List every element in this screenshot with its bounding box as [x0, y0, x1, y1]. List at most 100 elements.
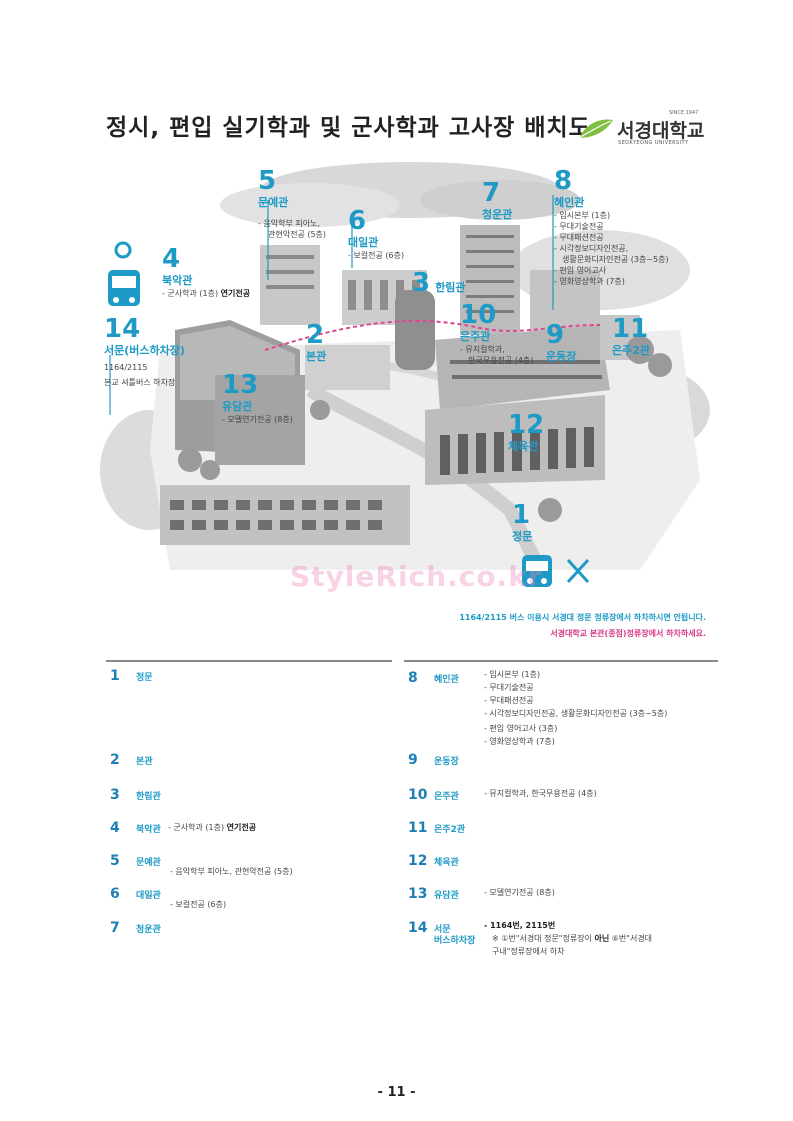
entry-line: - 시각정보디자인전공, 생활문화디자인전공 (3층~5층) [484, 709, 668, 718]
entry-name: 정문 [136, 673, 153, 683]
bus-notice-line1: 1164/2115 버스 이용시 서경대 정문 정류장에서 하차하시면 안됩니다… [459, 613, 706, 622]
watermark: StyleRich.co.kr [290, 560, 543, 593]
entry-line: - 뮤지컬학과, 한국무용전공 (4층) [484, 789, 597, 798]
entry-name: 문예관 [136, 858, 161, 868]
leaf-logo-icon [578, 119, 613, 139]
marker-6[interactable]: 6 대일관 - 보컬전공 (6층) [348, 208, 404, 261]
marker-dept: - 음악학부 피아노, [258, 219, 321, 228]
entry-name: 운동장 [434, 757, 459, 767]
entry-line: - 보컬전공 (6층) [170, 900, 227, 909]
marker-name: 운동장 [546, 350, 577, 363]
marker-name: 북악관 [162, 274, 193, 287]
entry-number: 7 [110, 920, 120, 936]
entry-line-bold: 연기전공 [226, 823, 257, 832]
marker-dept: 본교 셔틀버스 하차장 [104, 378, 176, 387]
marker-dept: - 무대패션전공 [554, 233, 604, 242]
marker-number: 1 [512, 500, 531, 530]
entry-line: - 음악학부 피아노, 관현악전공 (5층) [170, 867, 293, 876]
marker-dept: - 뮤지컬학과, [460, 345, 505, 354]
marker-number: 11 [612, 314, 649, 344]
entry-name-sub: 버스하차장 [434, 936, 476, 946]
marker-9[interactable]: 9 운동장 [546, 322, 576, 364]
left-column-divider [106, 660, 392, 662]
entry-line: - 편입 영어고사 (3층) [484, 724, 558, 733]
page-number: - 11 - [377, 1085, 416, 1100]
marker-7[interactable]: 7 청운관 [482, 180, 512, 222]
entry-name: 대일관 [136, 891, 161, 901]
entry-line: - 무대기술전공 [484, 683, 534, 692]
marker-number: 2 [306, 320, 325, 350]
entry-name: 북악관 [136, 825, 161, 835]
entry-line: - 입시본부 (1층) [484, 670, 541, 679]
marker-dept: 생활문화디자인전공 (3층~5층) [562, 255, 669, 264]
marker-number: 3 [412, 268, 431, 298]
entry-bus-numbers: - 1164번, 2115번 [484, 921, 556, 930]
marker-10[interactable]: 10 은주관 - 뮤지컬학과, 한국무용전공 (4층) [460, 302, 533, 366]
entry-name: 은주2관 [434, 825, 466, 835]
campus-illustration [100, 162, 710, 587]
entry-number: 14 [408, 920, 428, 936]
marker-number: 13 [222, 370, 259, 400]
marker-13[interactable]: 13 유담관 - 모델연기전공 (8층) [222, 372, 293, 425]
marker-dept: - 영화영상학과 (7층) [554, 277, 625, 286]
marker-2[interactable]: 2 본관 [306, 322, 326, 364]
entry-number: 8 [408, 670, 418, 686]
entry-name: 혜인관 [434, 675, 459, 685]
marker-name: 은주관 [460, 330, 491, 343]
marker-name: 혜인관 [554, 196, 585, 209]
campus-map: StyleRich.co.kr 5 문예관 - 음악학부 피아노, 관현악전공 … [80, 150, 720, 638]
marker-dept: 한국무용전공 (4층) [468, 356, 534, 365]
marker-name: 정문 [512, 530, 533, 543]
entry-number: 13 [408, 886, 428, 902]
entry-number: 5 [110, 853, 120, 869]
entry-number: 4 [110, 820, 120, 836]
entry-name: 은주관 [434, 792, 459, 802]
entry-name: 청운관 [136, 925, 161, 935]
marker-dept: - 무대기술전공 [554, 222, 604, 231]
entry-name: 서문 [434, 925, 451, 935]
marker-dept: - 편입 영어고사 [554, 266, 607, 275]
marker-number: 10 [460, 300, 497, 330]
logo-since: SINCE 1947 [669, 110, 699, 116]
marker-number: 12 [508, 410, 545, 440]
marker-name: 대일관 [348, 236, 379, 249]
entry-line: - 군사학과 (1층) [168, 823, 225, 832]
entry-number: 10 [408, 787, 428, 803]
entry-number: 6 [110, 886, 120, 902]
marker-name: 문예관 [258, 196, 289, 209]
marker-11[interactable]: 11 은주2관 [612, 316, 650, 358]
marker-number: 7 [482, 178, 501, 208]
entry-number: 9 [408, 752, 418, 768]
marker-5[interactable]: 5 문예관 - 음악학부 피아노, 관현악전공 (5층) [258, 168, 326, 240]
marker-number: 4 [162, 244, 181, 274]
marker-1[interactable]: 1 정문 [512, 502, 532, 544]
marker-dept-bold: 연기전공 [220, 289, 251, 298]
marker-dept: - 보컬전공 (6층) [348, 251, 405, 260]
marker-14[interactable]: 14 서문(버스하차장) 1164/2115 본교 셔틀버스 하차장 [104, 316, 185, 388]
entry-line: - 영화영상학과 (7층) [484, 737, 555, 746]
entry-note-bold: 아닌 [594, 934, 610, 943]
entry-number: 1 [110, 668, 120, 684]
entry-name: 유담관 [434, 891, 459, 901]
marker-name: 은주2관 [612, 344, 651, 357]
marker-dept: 1164/2115 [104, 363, 148, 372]
marker-dept: - 시각정보디자인전공, [554, 244, 629, 253]
marker-12[interactable]: 12 체육관 [508, 412, 544, 454]
marker-number: 5 [258, 166, 277, 196]
university-logo: SINCE 1947 서경대학교 SEOKYEONG UNIVERSITY [577, 110, 707, 146]
entry-note-end: ⑥번"서경대 [609, 934, 653, 943]
entry-number: 3 [110, 787, 120, 803]
marker-3[interactable]: 3 한림관 [412, 270, 466, 296]
marker-dept: - 군사학과 (1층) [162, 289, 219, 298]
entry-note: ※ ①번"서경대 정문"정류장이 [492, 934, 595, 943]
marker-8[interactable]: 8 혜인관 - 입시본부 (1층) - 무대기술전공 - 무대패션전공 - 시각… [554, 168, 669, 287]
marker-name: 본관 [306, 350, 327, 363]
entry-name: 체육관 [434, 858, 459, 868]
marker-4[interactable]: 4 북악관 - 군사학과 (1층) 연기전공 [162, 246, 250, 299]
entry-name: 한림관 [136, 792, 161, 802]
entry-number: 12 [408, 853, 428, 869]
marker-name: 유담관 [222, 400, 253, 413]
marker-name: 청운관 [482, 208, 513, 221]
building-info-table: 1 정문 2 본관 3 한림관 4 북악관 - 군사학과 (1층) 연기전공 5… [106, 660, 718, 960]
marker-dept: - 입시본부 (1층) [554, 211, 611, 220]
